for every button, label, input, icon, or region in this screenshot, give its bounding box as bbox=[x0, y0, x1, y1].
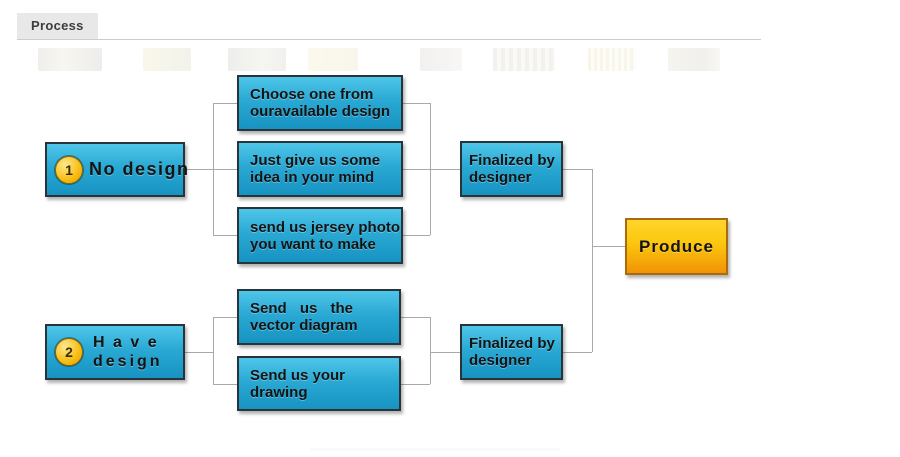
node-send-jersey-photo[interactable]: send us jersey photo you want to make bbox=[237, 207, 403, 264]
node-give-us-idea[interactable]: Just give us some idea in your mind bbox=[237, 141, 403, 197]
connector-line bbox=[401, 317, 430, 318]
node-choose-from-available[interactable]: Choose one from ouravailable design bbox=[237, 75, 403, 131]
watermark-thumbnail bbox=[668, 48, 720, 71]
connector-line bbox=[592, 169, 593, 352]
connector-line bbox=[430, 352, 460, 353]
node-text-line: Send us the bbox=[250, 300, 354, 317]
node-finalized-by-designer-bottom[interactable]: Finalized by designer bbox=[460, 324, 563, 380]
connector-line bbox=[430, 169, 460, 170]
node-text-line: drawing bbox=[250, 383, 308, 401]
node-text-line: Send us your bbox=[250, 366, 346, 384]
node-produce[interactable]: Produce bbox=[625, 218, 728, 275]
connector-line bbox=[213, 317, 214, 384]
node-text-line: H a v e bbox=[93, 334, 159, 351]
connector-line bbox=[430, 317, 431, 384]
node-text-line: Choose one from bbox=[250, 86, 374, 103]
node-no-design-label: No design bbox=[89, 159, 190, 179]
watermark-thumbnail bbox=[420, 48, 462, 71]
node-no-design[interactable]: 1 No design bbox=[45, 142, 188, 197]
connector-line bbox=[403, 103, 430, 104]
node-have-design[interactable]: 2 H a v e design bbox=[45, 324, 185, 380]
watermark-thumbnail bbox=[38, 48, 102, 71]
node-text-line: idea in your mind bbox=[250, 169, 375, 186]
node-text-line: designer bbox=[469, 352, 532, 369]
connector-line bbox=[213, 103, 237, 104]
connector-line bbox=[403, 169, 430, 170]
node-text-line: send us jersey photo bbox=[250, 218, 401, 236]
connector-line bbox=[185, 352, 213, 353]
connector-line bbox=[563, 352, 592, 353]
watermark-thumbnail bbox=[228, 48, 286, 71]
node-finalized-by-designer-top[interactable]: Finalized by designer bbox=[460, 141, 563, 197]
tab-process[interactable]: Process bbox=[17, 13, 98, 39]
connector-line bbox=[213, 384, 237, 385]
watermark-thumbnail bbox=[143, 48, 191, 71]
faint-artifact bbox=[310, 448, 560, 451]
connector-line bbox=[401, 384, 430, 385]
connector-line bbox=[592, 246, 625, 247]
node-text-line: Finalized by bbox=[469, 335, 555, 352]
connector-line bbox=[213, 235, 237, 236]
watermark-thumbnail bbox=[308, 48, 358, 71]
node-text-line: design bbox=[93, 353, 163, 370]
tab-underline bbox=[17, 39, 761, 40]
connector-line bbox=[213, 169, 237, 170]
node-text-line: you want to make bbox=[250, 235, 376, 253]
tab-process-label: Process bbox=[31, 18, 84, 33]
connector-line bbox=[403, 235, 430, 236]
watermark-thumbnail bbox=[493, 48, 555, 71]
node-send-vector-diagram[interactable]: Send us the vector diagram bbox=[237, 289, 401, 345]
node-text-line: Finalized by bbox=[469, 152, 555, 169]
watermark-thumbnail bbox=[588, 48, 636, 71]
step-1-badge: 1 bbox=[55, 155, 83, 184]
node-text-line: Just give us some bbox=[250, 152, 381, 169]
connector-line bbox=[185, 169, 213, 170]
node-text-line: ouravailable design bbox=[250, 103, 391, 120]
node-text-line: designer bbox=[469, 169, 532, 186]
node-send-your-drawing[interactable]: Send us your drawing bbox=[237, 356, 401, 411]
connector-line bbox=[213, 317, 237, 318]
connector-line bbox=[563, 169, 592, 170]
step-2-badge: 2 bbox=[55, 338, 83, 366]
node-text-line: vector diagram bbox=[250, 317, 358, 334]
node-produce-label: Produce bbox=[638, 236, 715, 256]
